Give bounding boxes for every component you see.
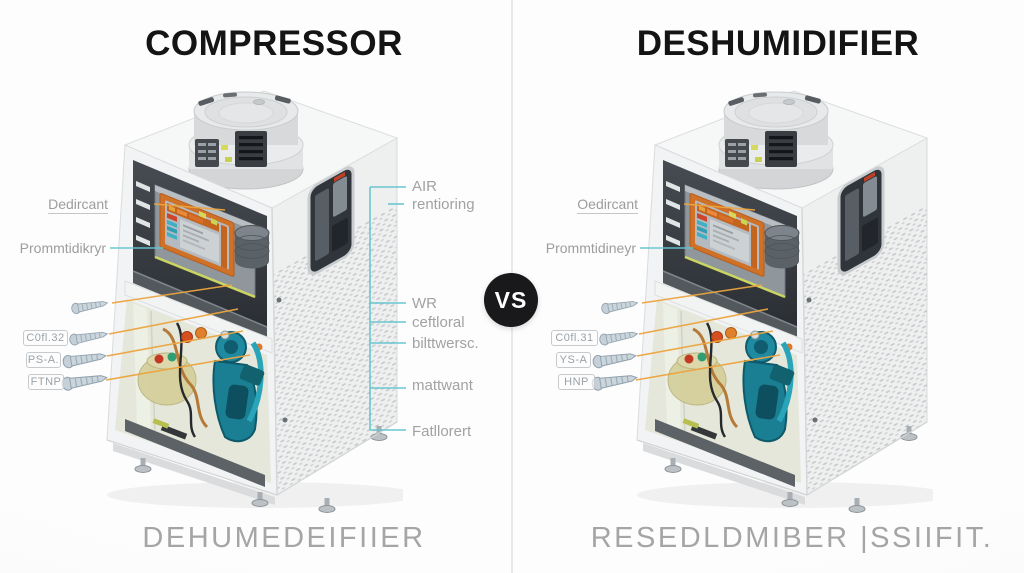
label-desiccant-right: Oedircant	[577, 196, 638, 214]
tag-psa: PS-A.	[26, 352, 61, 368]
tag-ysa: YS-A	[556, 352, 591, 368]
label-humidity-right: Prommtidineyr	[545, 240, 636, 256]
left-caption: DEHUMEDEIFIIER	[142, 522, 426, 554]
right-title: DESHUMIDIFIER	[636, 24, 920, 63]
tag-ftnp: FTNP	[28, 374, 64, 390]
callout-ceftloral: ceftloral	[412, 314, 465, 331]
right-caption: RESEDLDMIBER |SSIIFIT.	[590, 522, 994, 554]
tag-hnp: HNP	[558, 374, 595, 390]
label-humidity-left: Prommtidikryr	[19, 240, 106, 256]
right-machine-illustration	[633, 85, 933, 515]
tag-c0fl32: C0fl.32	[23, 330, 68, 346]
label-desiccant-left: Dedircant	[48, 196, 108, 214]
left-title: COMPRESSOR	[145, 24, 403, 63]
vs-badge-text: VS	[494, 286, 528, 313]
callout-fatllorert: Fatllorert	[412, 423, 472, 440]
callout-bilttwersc: bilttwersc.	[412, 335, 479, 352]
left-machine-illustration	[103, 85, 403, 515]
vs-badge: VS	[484, 273, 538, 327]
callout-air: AIR rentioring	[412, 178, 475, 213]
callout-wr: WR	[412, 295, 437, 312]
tag-c0fl31: C0fl.31	[551, 330, 598, 346]
callout-mattwant: mattwant	[412, 377, 473, 394]
